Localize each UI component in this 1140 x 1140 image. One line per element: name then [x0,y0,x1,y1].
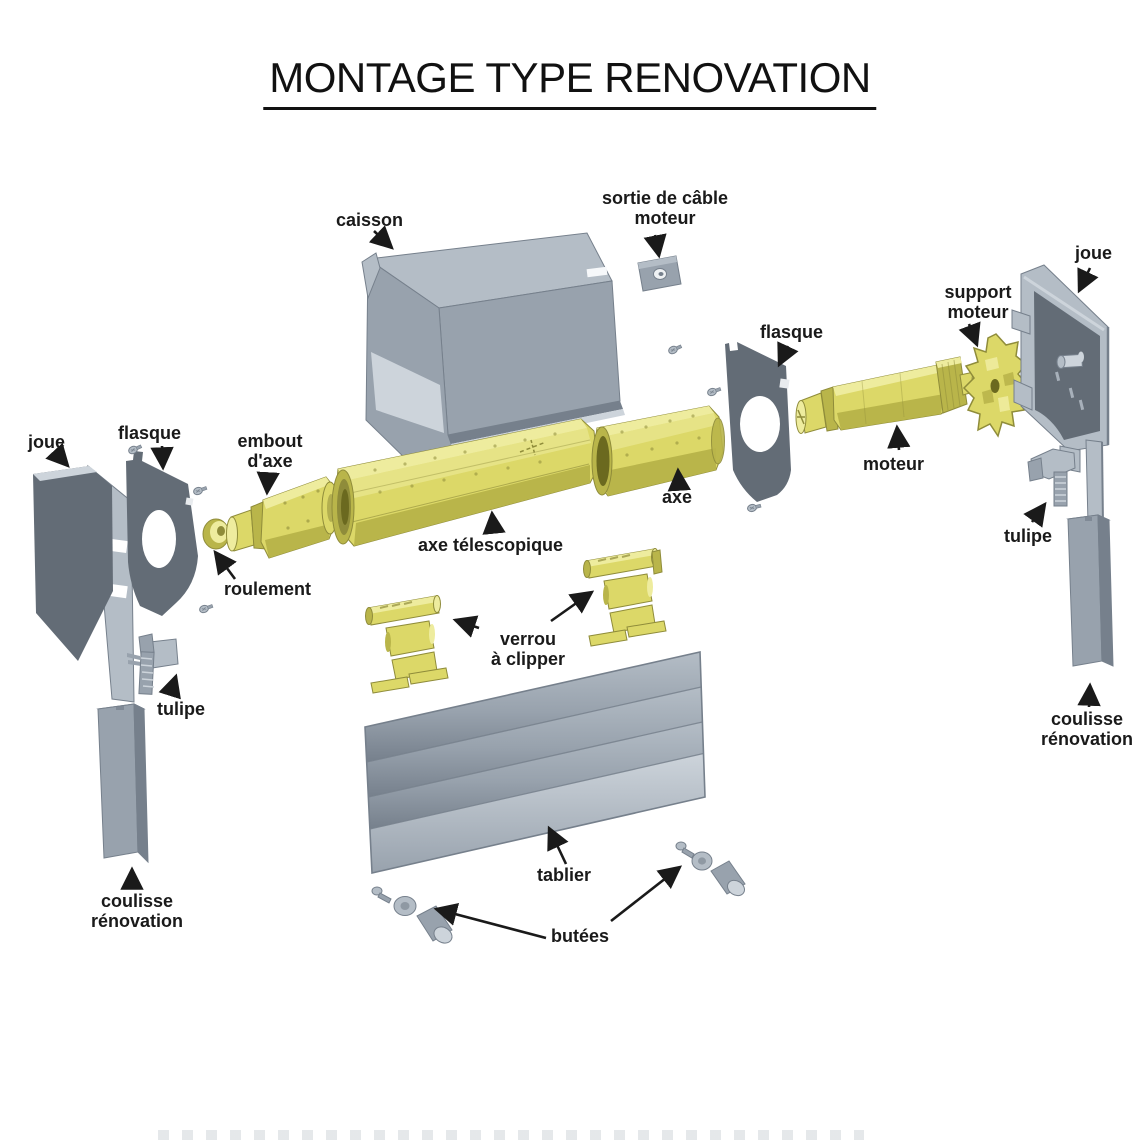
verrou-clipper-left-part [365,595,449,694]
joue-left-part [33,464,135,703]
label-butees: butées [551,926,610,946]
arrow-flasque-right [777,341,799,368]
arrow-axe [667,467,691,492]
butees-left-part [371,886,453,944]
arrow-sortie-cable [643,233,667,259]
arrow-tulipe-right [1023,501,1047,528]
label-embout-axe: embout d'axe [237,431,303,472]
arrow-butees-right [610,865,683,923]
embout-axe-part [226,476,339,559]
axe-telescopique-part [331,418,599,547]
label-caisson: caisson [336,210,404,230]
label-flasque-right: flasque [760,322,824,342]
arrow-embout-axe [256,471,280,496]
arrow-roulement [213,549,237,580]
roulement-part [202,518,230,550]
arrow-support-moteur [958,321,981,348]
arrow-verrou-left [452,615,480,638]
label-flasque-left: flasque [118,423,182,443]
leader-arrows [45,225,1101,940]
axe-part [591,405,725,497]
arrow-butees-left [433,902,547,940]
sortie-cable-moteur-part [637,255,682,292]
arrow-verrou-right [550,590,595,623]
arrow-coulisse-right [1077,682,1101,708]
label-axe: axe [662,487,693,507]
label-axe-telescopique: axe télescopique [418,535,564,555]
verrou-clipper-right-part [583,548,667,647]
tulipe-left-part [127,633,179,695]
joue-right-part [1011,264,1110,527]
butees-right-part [675,841,746,897]
arrow-flasque-left [150,445,174,471]
arrow-tablier [547,825,569,865]
label-joue-left: joue [28,432,66,452]
label-tulipe-right: tulipe [1004,526,1052,546]
label-coulisse-left: coulisse rénovation [90,891,184,932]
arrow-joue-left [45,442,70,468]
coulisse-left-part [96,703,149,864]
flasque-left-part [126,451,198,616]
flasque-right-part [725,342,791,502]
coulisse-right-part [1066,514,1114,667]
label-moteur: moteur [863,454,925,474]
arrow-caisson [368,225,394,250]
label-verrou-clipper: verrou à clipper [490,629,566,670]
page-title: MONTAGE TYPE RENOVATION [263,55,877,111]
label-joue-right: joue [1075,243,1113,263]
label-support-moteur: support moteur [944,282,1012,323]
moteur-part [795,356,979,434]
arrow-joue-right [1077,267,1099,294]
arrow-moteur [887,424,911,451]
tulipe-right-part [1027,448,1076,507]
label-sortie-cable-moteur: sortie de câble moteur [601,188,729,229]
label-roulement: roulement [224,579,312,599]
arrow-axe-telescopique [482,510,506,535]
label-tulipe-left: tulipe [157,699,205,719]
cropped-watermark-strip [158,1130,864,1140]
arrow-tulipe-left [158,673,181,700]
label-coulisse-right: coulisse rénovation [1040,709,1134,750]
label-tablier: tablier [537,865,592,885]
tablier-part [364,651,706,874]
